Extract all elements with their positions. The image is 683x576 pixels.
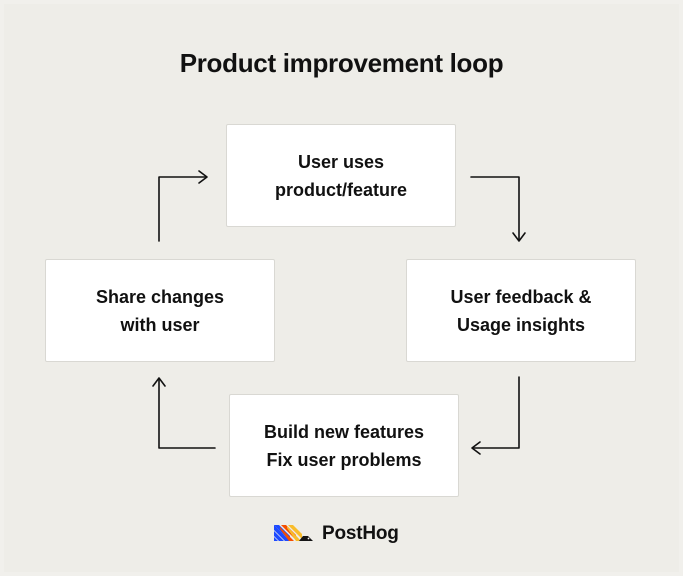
step-label-line: Usage insights: [456, 314, 586, 335]
step-label-line: User uses: [297, 151, 385, 172]
step-user-feedback: User feedback & Usage insights: [406, 259, 636, 362]
step-label-line: with user: [120, 314, 200, 335]
arrow-bottom-to-left: [158, 379, 216, 449]
step-user-uses-product: User uses product/feature: [226, 124, 456, 227]
arrowhead-up-icon: [152, 377, 166, 387]
step-build-features: Build new features Fix user problems: [229, 394, 459, 497]
step-share-changes: Share changes with user: [45, 259, 275, 362]
step-label-line: User feedback &: [450, 286, 592, 307]
arrow-left-to-top: [158, 176, 206, 242]
posthog-hedgehog-logo-icon: [274, 525, 313, 541]
diagram-title: Product improvement loop: [179, 48, 504, 78]
step-label-line: Build new features: [263, 421, 425, 442]
arrowhead-left-icon: [471, 441, 481, 455]
posthog-brand: PostHog: [274, 520, 399, 548]
step-label-line: Fix user problems: [266, 449, 422, 470]
step-label-line: product/feature: [274, 179, 407, 200]
arrowhead-right-icon: [198, 170, 208, 184]
arrow-right-to-bottom: [473, 376, 520, 449]
arrowhead-down-icon: [512, 232, 526, 242]
arrow-top-to-right: [470, 176, 520, 240]
brand-name: PostHog: [322, 523, 399, 544]
step-label-line: Share changes: [95, 286, 225, 307]
